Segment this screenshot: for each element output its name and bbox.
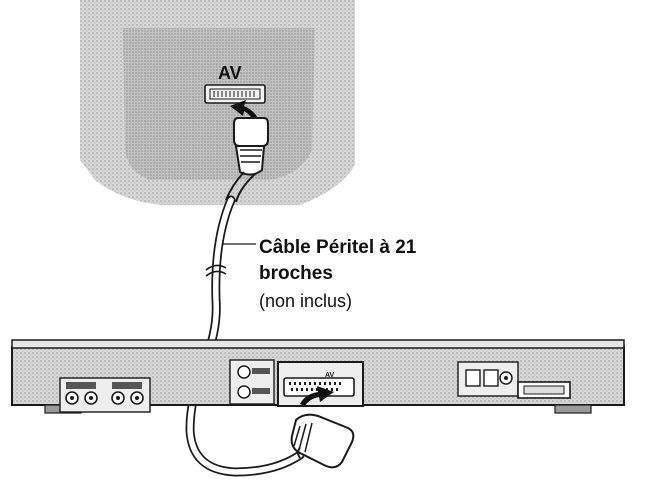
digital-audio-output [457, 361, 519, 397]
tv-back-panel [123, 28, 315, 180]
scart-cable [185, 117, 355, 477]
tv-scart-socket [204, 84, 266, 104]
player-insert-arrow-icon [300, 386, 334, 406]
cable-label-line-2: broches [259, 263, 333, 284]
mains-socket [517, 381, 571, 399]
cable-note: (non inclus) [259, 291, 353, 311]
television [80, 0, 355, 205]
cable-break-mark [205, 264, 227, 277]
cable-label-line-1: Câble Péritel à 21 [259, 237, 417, 258]
player-rear-panel [11, 339, 625, 414]
tv-av-label: AV [218, 63, 242, 83]
audio-video-rca-jacks [59, 377, 151, 413]
s-video-jacks [229, 359, 275, 405]
player-av-label: AV [325, 372, 335, 379]
tv-scart-plug [225, 117, 269, 203]
player-scart-plug [290, 413, 355, 469]
